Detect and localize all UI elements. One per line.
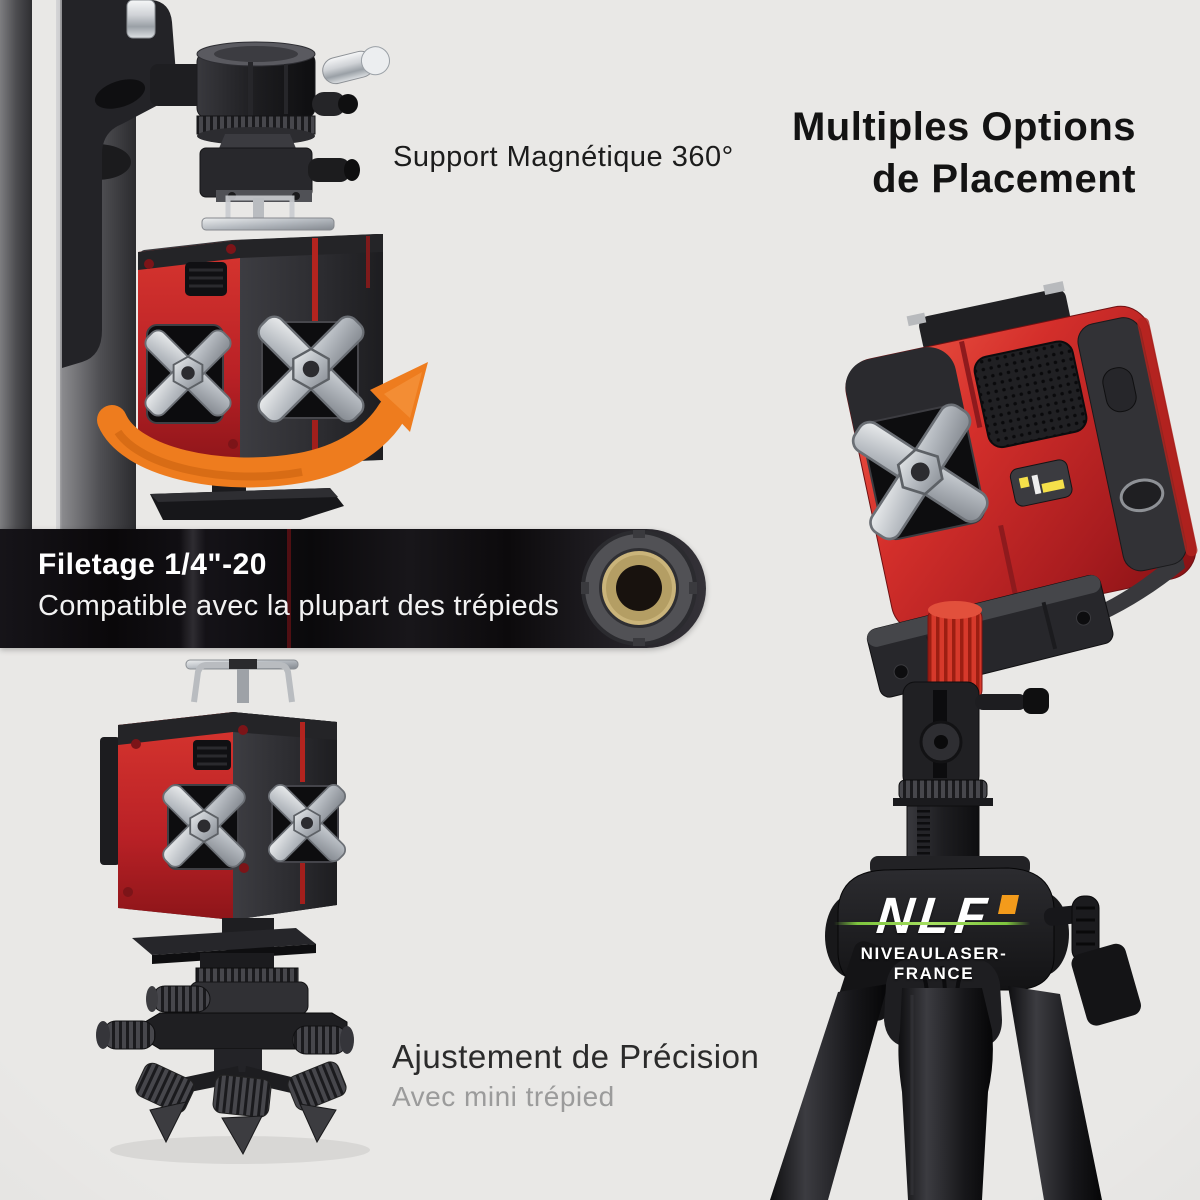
laser-level-wall [138, 234, 383, 520]
tripod-photo [770, 281, 1198, 1200]
thread-hole-photo [581, 530, 697, 646]
adjust-knob [102, 1020, 156, 1050]
mini-tripod-photo [96, 659, 370, 1164]
mount-adapter [199, 147, 360, 231]
band-photo-texture [180, 529, 206, 648]
brand-orange-tick-icon [997, 895, 1020, 914]
adjustment-heading: Ajustement de Précision [392, 1038, 760, 1075]
rotation-arrow-icon [97, 362, 428, 488]
thread-heading: Filetage 1/4"-20 [38, 548, 267, 581]
brand-name: NIVEAULASER-FRANCE [860, 944, 1008, 983]
laser-level-mini [100, 712, 350, 920]
tripod-legs [770, 941, 1141, 1200]
mode-dial [1119, 478, 1165, 513]
brand-acronym: NLF [873, 887, 995, 944]
adjustment-subheading: Avec mini trépied [392, 1081, 615, 1112]
chrome-knob [322, 46, 390, 85]
wall-pole [0, 0, 32, 532]
brand-logo: NLF NIVEAULASER-FRANCE [826, 887, 1042, 983]
fine-adjustment-base [96, 918, 354, 1075]
carry-handle [185, 659, 299, 703]
laser-level-tripod [842, 281, 1198, 647]
brand-laser-line-icon [834, 922, 1030, 925]
thread-subheading: Compatible avec la plupart des trépieds [38, 590, 560, 622]
speaker-grille [973, 340, 1088, 449]
magnetic-wall-mount-photo [0, 0, 428, 532]
quarter-inch-hole [616, 565, 662, 611]
adjust-knob [151, 985, 211, 1013]
title-line1: Multiples Options [791, 105, 1136, 149]
brand-label [1009, 459, 1073, 507]
mini-tripod-legs [135, 1061, 347, 1156]
thread-feature-band: Filetage 1/4"-20 Compatible avec la plup… [0, 529, 706, 648]
adjust-knob [292, 1025, 348, 1055]
page-title: Multiples Options de Placement [792, 101, 1136, 205]
band-red-laser-line [287, 529, 291, 648]
support-magnetique-label: Support Magnétique 360° [393, 141, 734, 173]
power-button [1102, 367, 1137, 413]
lock-knob [1023, 688, 1049, 714]
title-line2: de Placement [872, 157, 1136, 201]
